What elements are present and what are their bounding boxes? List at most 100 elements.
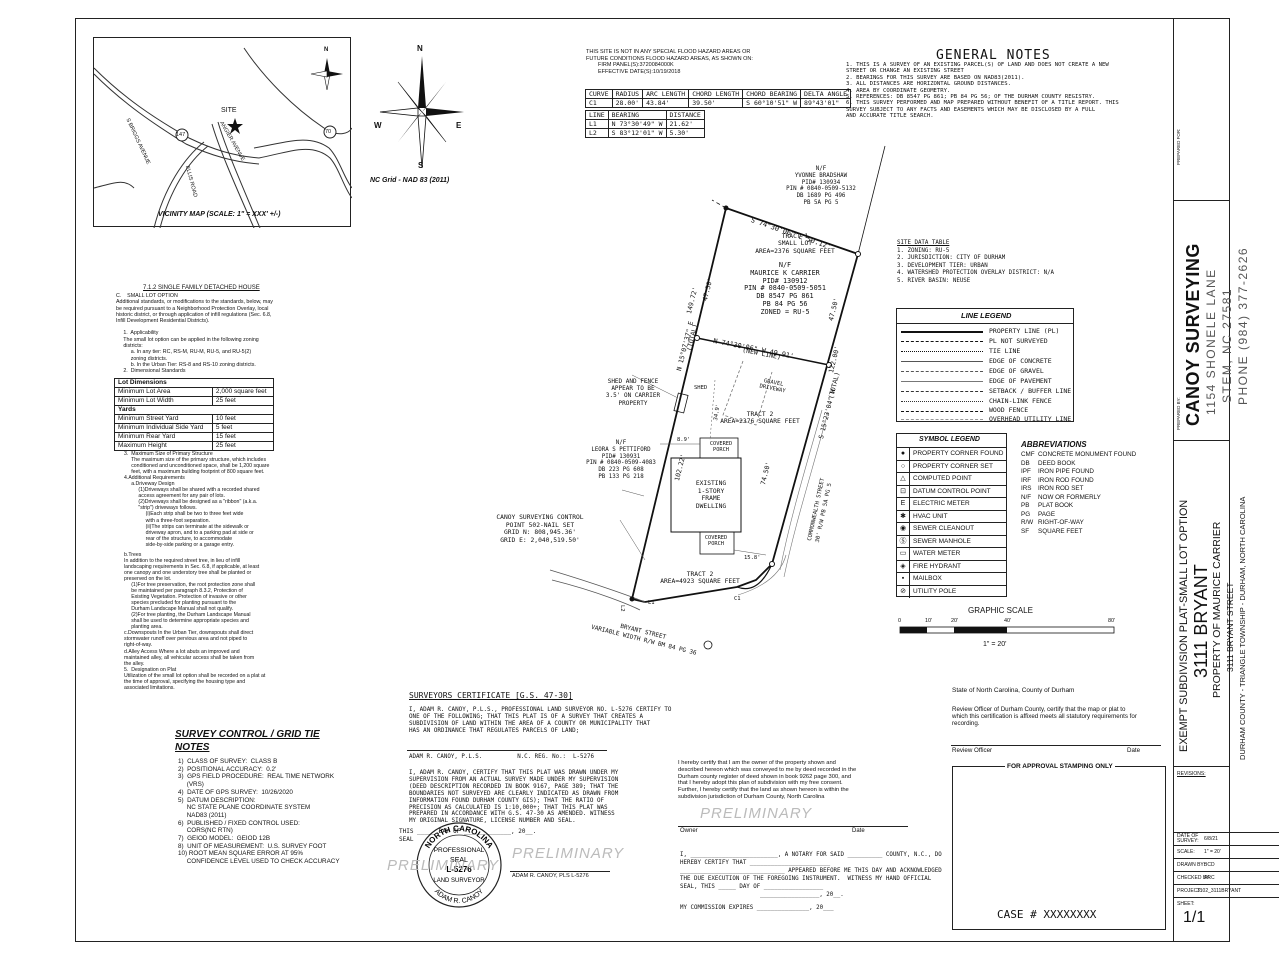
review-signature-line	[951, 745, 1161, 746]
prepared-for-label: PREPARED FOR:	[1176, 128, 1181, 165]
surveyor-signature-line	[407, 750, 607, 751]
vicinity-map-caption: VICINITY MAP (SCALE: 1" = XXX' +/-)	[158, 211, 281, 218]
small-lot-line: rear of the structure, to accommodate	[124, 535, 233, 542]
owner-signature-line	[678, 826, 908, 827]
owner-date-label: Date	[852, 828, 865, 834]
small-lot-line: (1)For tree preservation, the root prote…	[124, 581, 256, 588]
vicinity-map-drawing	[93, 47, 353, 229]
small-lot-line: "strip") driveways follows.	[124, 505, 197, 512]
tb-row-checked: CHECKED BY:ARC	[1174, 871, 1279, 885]
seal-seal-text: SEAL	[450, 857, 468, 864]
small-lot-line: one canopy and one understory tree shall…	[124, 569, 252, 576]
small-lot-line: feet, with a maximum building footprint …	[124, 469, 265, 476]
small-lot-line: Utilization of the small lot option shal…	[124, 672, 266, 679]
sewer-cleanout-icon: ◉	[897, 523, 910, 535]
small-lot-line: maintained alley, all vehicular access s…	[124, 654, 255, 661]
plat-title: EXEMPT SUBDIVISION PLAT-SMALL LOT OPTION	[1178, 499, 1190, 752]
small-lot-line: Durham Landscape Manual shall not qualif…	[124, 606, 234, 613]
graphic-scale-bar	[899, 626, 1115, 634]
small-lot-heading: 7.1.2 SINGLE FAMILY DETACHED HOUSE	[143, 285, 260, 291]
seal-prof-text: PROFESSIONAL	[434, 847, 485, 854]
small-lot-line: landscaping requirements in Sec. 6.8, if…	[124, 563, 260, 570]
route-147: 147	[176, 132, 186, 138]
water-meter-icon: ▭	[897, 548, 910, 560]
review-date-label: Date	[1127, 747, 1141, 754]
county-line: DURHAM COUNTY - TRIANGLE TOWNSHIP - DURH…	[1238, 496, 1247, 760]
vicinity-map: SITE 147 70 N S BRIGGS AVENUE ANGIER AVE…	[93, 37, 353, 229]
preliminary-stamp-3: PRELIMINARY	[700, 805, 813, 822]
seal-num-text: L-5276	[446, 865, 472, 874]
notary-block: I, _________________________, A NOTARY F…	[680, 852, 942, 912]
small-lot-line: a.Driveway Design	[124, 481, 175, 488]
property-of: PROPERTY OF MAURICE CARRIER	[1211, 521, 1223, 698]
north-n-mini: N	[324, 47, 329, 53]
small-lot-line: shall be used to determine appropriate s…	[124, 618, 249, 625]
title-block-divider-4	[1173, 766, 1230, 767]
seal-ls-text: LAND SURVEYOR	[433, 878, 485, 884]
hvac-unit-icon: ✱	[897, 510, 910, 523]
general-notes-list: 1. THIS IS A SURVEY OF AN EXISTING PARCE…	[846, 62, 1119, 120]
grid-datum: NC Grid - NAD 83 (2011)	[370, 177, 450, 184]
small-lot-line: planting area.	[124, 624, 163, 631]
preliminary-stamp-1: PRELIMINARY	[387, 857, 500, 874]
small-lot-line: the time of approval, specifying the hou…	[124, 678, 246, 685]
surveyor-reg: ADAM R. CANOY, P.L.S. N.C. REG. No.: L-5…	[409, 754, 594, 760]
abbreviations-title: ABBREVIATIONS	[1021, 440, 1087, 449]
site-label: SITE	[221, 107, 237, 114]
property-corner-found-icon: ●	[897, 448, 910, 460]
prepared-by-label: PREPARED BY:	[1176, 397, 1181, 430]
utility-pole-icon: ⊘	[897, 585, 910, 598]
surveyors-certificate-title: SURVEYORS CERTIFICATE [G.S. 47-30]	[409, 691, 573, 700]
tb-row-scale: SCALE:1" = 20'	[1174, 845, 1279, 859]
company-name: CANOY SURVEYING	[1183, 243, 1203, 426]
dim-15-8: 15.8'	[744, 555, 761, 561]
line-legend: LINE LEGEND PROPERTY LINE (PL) PL NOT SU…	[896, 308, 1074, 423]
route-70: 70	[325, 129, 332, 135]
graphic-scale-title: GRAPHIC SCALE	[968, 606, 1033, 615]
sewer-manhole-icon: Ⓢ	[897, 535, 910, 548]
computed-point-icon: △	[897, 473, 910, 485]
small-lot-line: species precluded for planting pursuant …	[124, 600, 237, 607]
small-lot-line: 5. Designation on Plat	[124, 666, 177, 673]
small-lot-line: The maximum size of the primary structur…	[124, 457, 267, 464]
surveyor-signature-line-2	[510, 871, 610, 872]
shed-label: SHED	[694, 385, 708, 391]
company-address-2: STEM, NC 27581	[1220, 287, 1234, 403]
label-c1: C1	[734, 596, 741, 602]
small-lot-line: right-of-way.	[124, 642, 153, 649]
small-lot-line: (2)Driveways shall be designed as a "rib…	[124, 499, 258, 506]
company-phone: PHONE (984) 377-2626	[1236, 246, 1250, 405]
small-lot-line: 4.Additional Requirements	[124, 475, 185, 482]
plat-sheet-border	[75, 18, 1230, 942]
survey-control-notes-title: NOTES	[175, 742, 210, 753]
small-lot-line: stormwater runoff over pervious area and…	[124, 636, 248, 643]
title-block-divider-2	[1173, 200, 1230, 201]
survey-control-title: SURVEY CONTROL / GRID TIE	[175, 729, 320, 740]
review-officer-label: Review Officer	[952, 747, 993, 754]
sheet-number: 1/1	[1183, 909, 1206, 926]
graphic-scale-note: 1" = 20'	[983, 641, 1007, 648]
small-lot-line: be maintained per paragraph 8.3.2, Prote…	[124, 588, 243, 595]
preliminary-stamp-2: PRELIMINARY	[512, 845, 625, 862]
owner-certificate: I hereby certify that I am the owner of …	[678, 760, 857, 800]
tb-row-sheet: SHEET: 1/1	[1174, 897, 1279, 942]
property-corner-set-icon: ○	[897, 460, 910, 473]
title-block-divider-3	[1173, 440, 1230, 441]
electric-meter-icon: E	[897, 498, 910, 510]
revisions-label: REVISIONS:	[1177, 771, 1206, 777]
surveyor-seal-label: SEAL	[399, 836, 414, 843]
small-lot-line: b.Trees	[124, 551, 142, 558]
